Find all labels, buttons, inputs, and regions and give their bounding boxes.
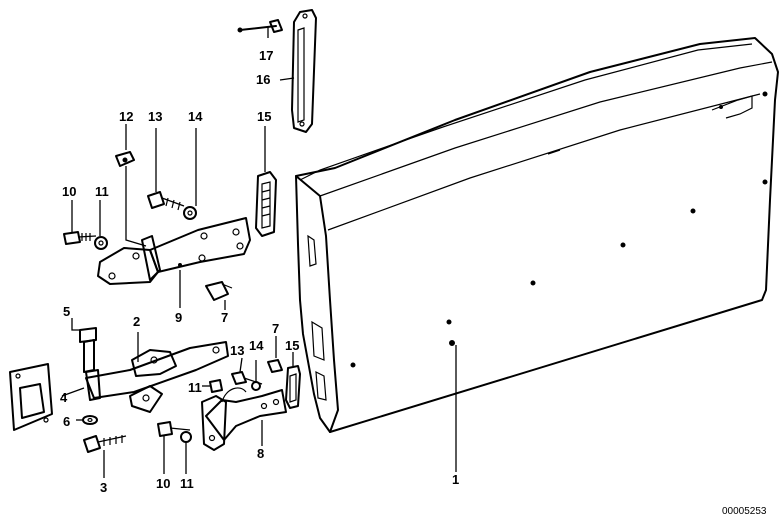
lower-hinge-part-8 <box>201 387 287 451</box>
bracket-part-4 <box>9 363 53 431</box>
callout-8: 8 <box>257 446 264 461</box>
check-strap-part-2 <box>85 341 229 413</box>
callout-7-upper: 7 <box>221 310 228 325</box>
washer-part-11-lower <box>180 431 192 443</box>
part-17-pin <box>237 19 283 33</box>
upper-hinge-part-9 <box>97 217 251 285</box>
bolt-part-13-upper <box>147 191 185 211</box>
washer-part-14-upper <box>183 206 197 220</box>
callout-6: 6 <box>63 414 70 429</box>
leader-lines <box>61 26 457 478</box>
callout-13-lower: 13 <box>230 343 244 358</box>
callouts: 17 16 12 13 14 15 10 11 9 7 5 2 7 13 14 … <box>60 48 767 517</box>
callout-12: 12 <box>119 109 133 124</box>
callout-3: 3 <box>100 480 107 495</box>
callout-7-lower: 7 <box>272 321 279 336</box>
callout-14-lower: 14 <box>249 338 264 353</box>
cap-part-7-lower <box>267 359 283 373</box>
callout-16: 16 <box>256 72 270 87</box>
gasket-part-15-lower <box>285 365 301 409</box>
callout-13-upper: 13 <box>148 109 162 124</box>
callout-5: 5 <box>63 304 70 319</box>
bolt-part-3 <box>83 435 127 453</box>
washer-part-11-upper <box>94 236 108 250</box>
callout-10-lower: 10 <box>156 476 170 491</box>
washer-part-14-lower <box>251 381 261 391</box>
cap-part-7-upper <box>205 281 233 301</box>
nut-part-11-lower <box>209 379 223 393</box>
callout-11-lower: 11 <box>180 476 194 491</box>
callout-9: 9 <box>175 310 182 325</box>
part-16-plate <box>291 9 317 133</box>
bolt-part-10-lower <box>157 421 191 437</box>
callout-10-upper: 10 <box>62 184 76 199</box>
drawing-number: 00005253 <box>722 506 767 517</box>
callout-11-upper: 11 <box>95 184 109 199</box>
callout-15-upper: 15 <box>257 109 271 124</box>
callout-11-middle: 11 <box>188 380 202 395</box>
nut-part-12 <box>115 151 135 167</box>
door-shell <box>295 37 779 433</box>
callout-2: 2 <box>133 314 140 329</box>
callout-14-upper: 14 <box>188 109 203 124</box>
callout-1: 1 <box>452 472 459 487</box>
callout-4: 4 <box>60 390 68 405</box>
callout-15-lower: 15 <box>285 338 299 353</box>
pin-part-5 <box>79 327 97 373</box>
gasket-part-15-upper <box>255 171 277 237</box>
bolt-part-10-upper <box>63 231 97 245</box>
washer-part-6 <box>82 415 98 425</box>
callout-17: 17 <box>259 48 273 63</box>
